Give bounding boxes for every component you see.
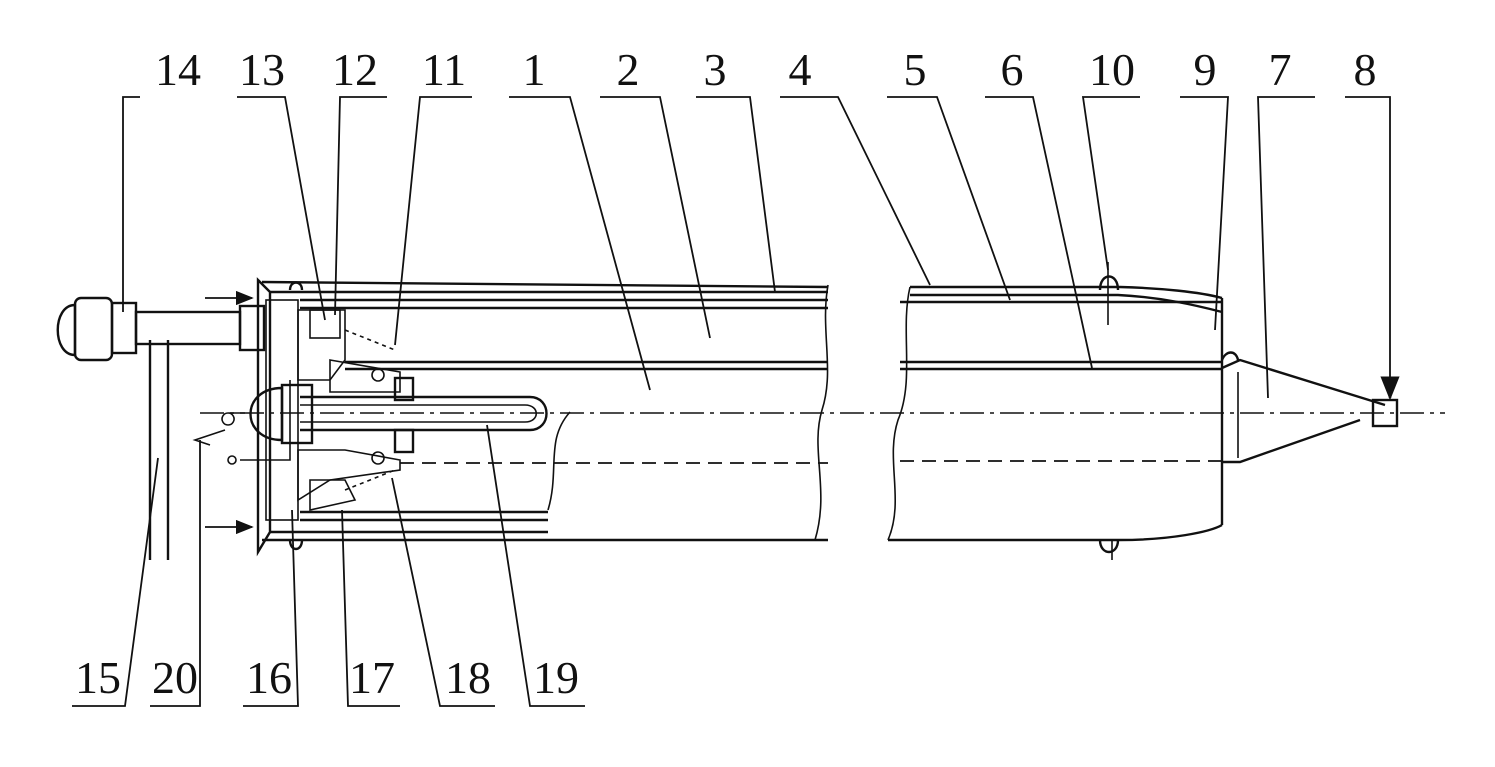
fuel-inlet — [56, 290, 266, 560]
callout-3: 3 — [704, 44, 727, 95]
callout-10: 10 — [1089, 44, 1135, 95]
callout-20: 20 — [152, 652, 198, 703]
callout-9: 9 — [1194, 44, 1217, 95]
callout-6: 6 — [1001, 44, 1024, 95]
callout-11: 11 — [422, 44, 466, 95]
lug-bottom-right — [1098, 539, 1120, 554]
lower-block — [297, 449, 401, 502]
knob-cap — [56, 303, 77, 357]
callout-18: 18 — [445, 652, 491, 703]
callout-17: 17 — [349, 652, 395, 703]
break-line-left — [814, 284, 829, 541]
callout-7: 7 — [1269, 44, 1292, 95]
nozzle-cone-top — [1221, 358, 1386, 407]
callout-19: 19 — [533, 652, 579, 703]
upper-block — [297, 309, 346, 381]
nozzle-cone-bottom — [1222, 418, 1361, 464]
outer-jacket-top-right — [910, 285, 1223, 300]
outer-jacket-bottom-right — [888, 523, 1223, 542]
break-line-right — [887, 286, 911, 541]
knurled-knob — [73, 296, 114, 362]
callouts-bottom: 15 20 16 17 18 19 — [75, 652, 579, 703]
outer-jacket-top-left — [261, 280, 829, 289]
callout-1: 1 — [523, 44, 546, 95]
flange-plate — [256, 277, 272, 557]
callout-2: 2 — [617, 44, 640, 95]
dome-cap — [249, 386, 284, 442]
heating-rod — [300, 395, 548, 432]
top-leaders — [122, 96, 1391, 399]
callout-12: 12 — [332, 44, 378, 95]
bottom-leaders — [72, 424, 585, 707]
burner-head — [192, 277, 548, 557]
burner-body — [200, 262, 1445, 560]
section-break-inner — [547, 411, 571, 511]
callout-8: 8 — [1354, 44, 1377, 95]
callout-13: 13 — [239, 44, 285, 95]
callout-4: 4 — [789, 44, 812, 95]
callout-5: 5 — [904, 44, 927, 95]
callout-14: 14 — [155, 44, 201, 95]
callout-16: 16 — [246, 652, 292, 703]
inlet-pipe — [134, 310, 242, 346]
callouts-top: 14 13 12 11 1 2 3 4 5 6 10 9 7 8 — [155, 44, 1377, 95]
callout-15: 15 — [75, 652, 121, 703]
valve-body — [110, 301, 138, 355]
lug-top-right — [1098, 275, 1120, 291]
flange-body — [265, 299, 299, 521]
